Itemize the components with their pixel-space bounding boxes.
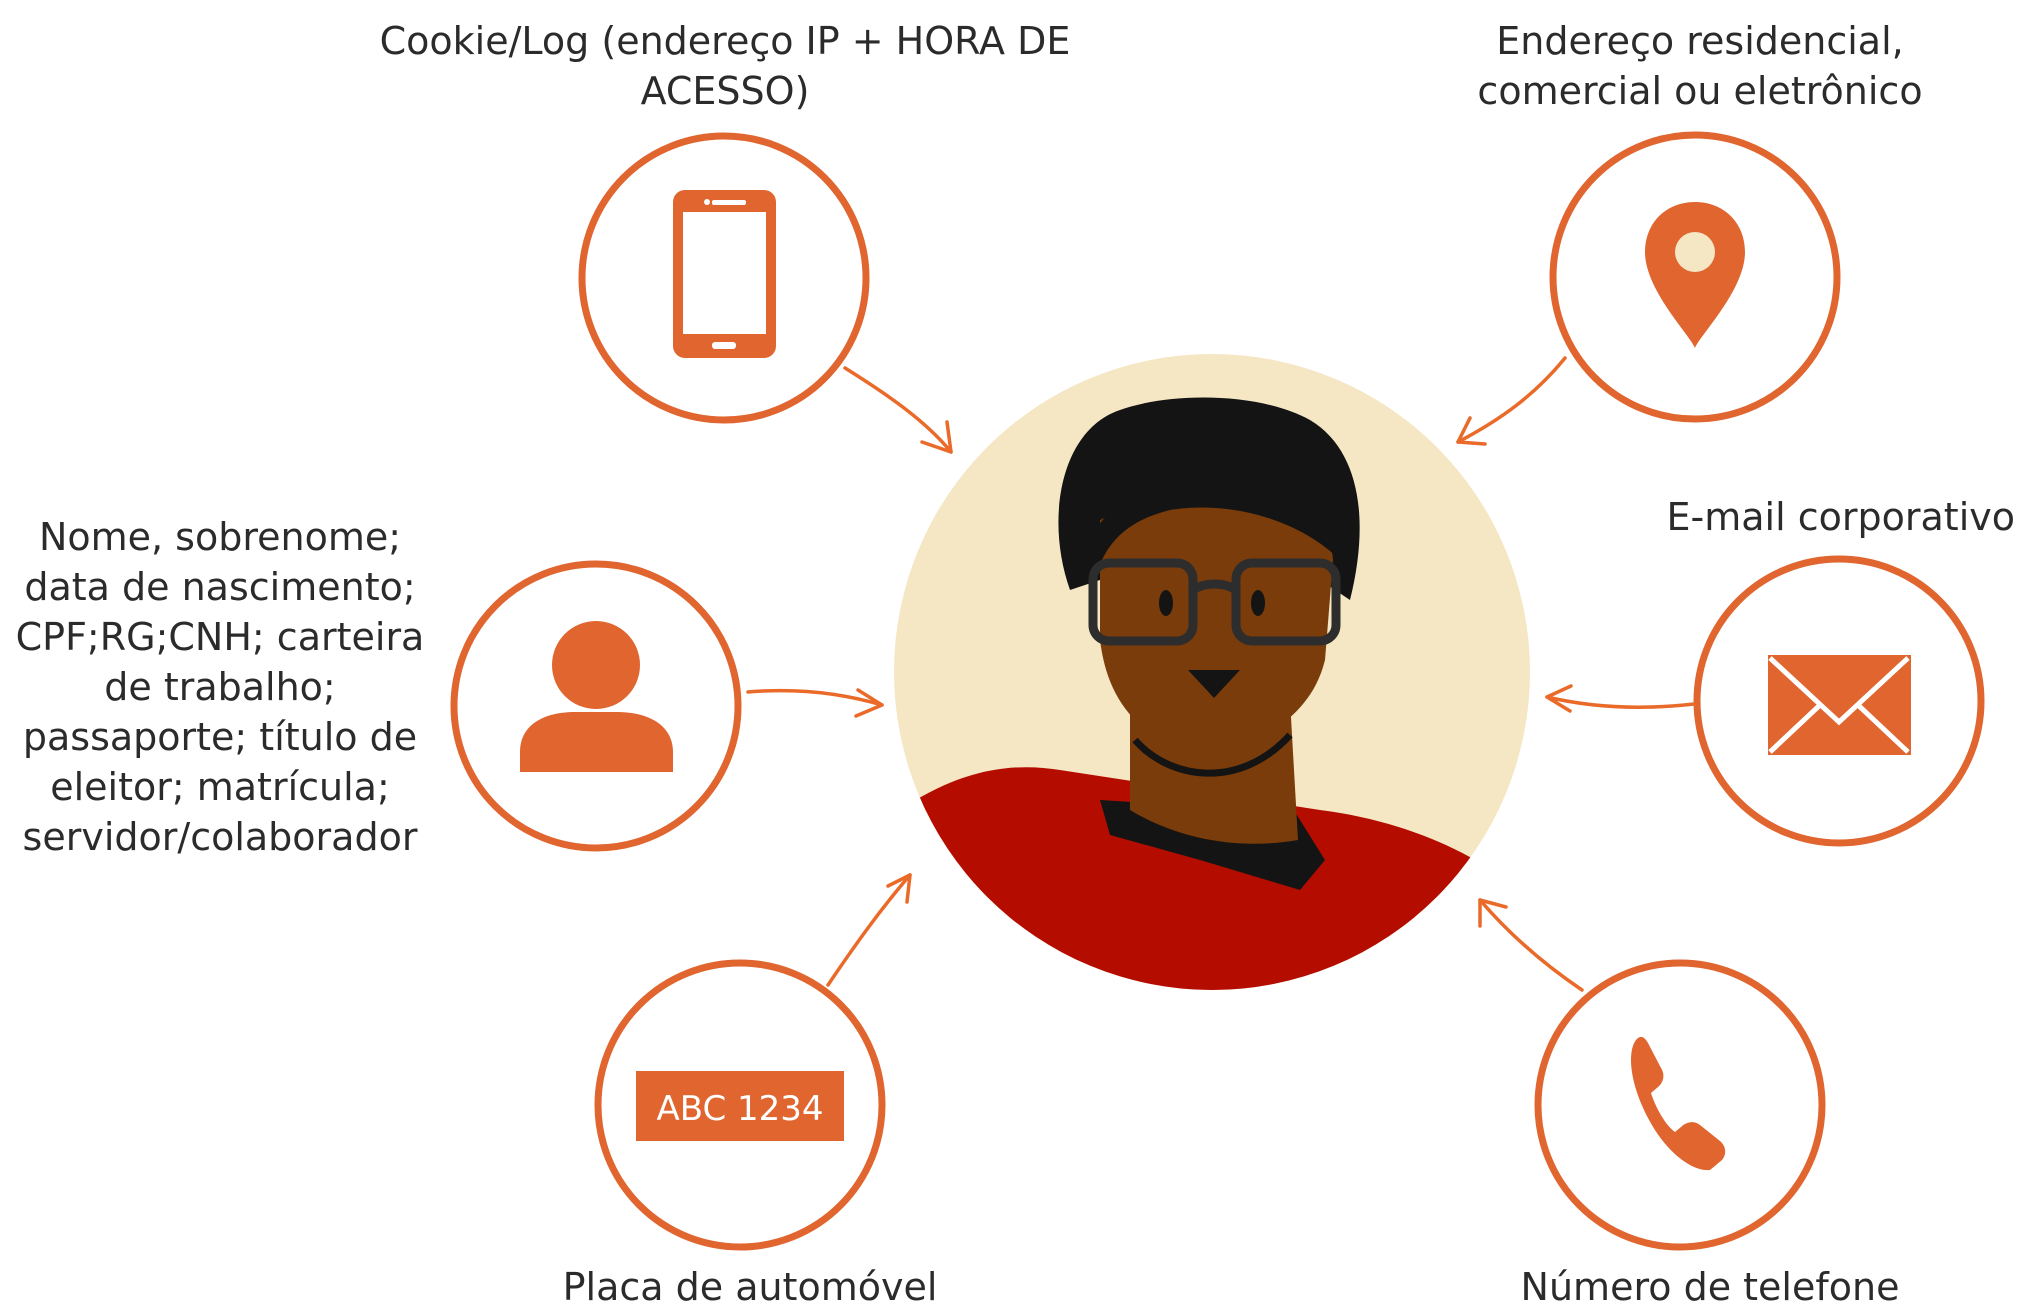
label-line: CPF;RG;CNH; carteira — [15, 615, 425, 659]
arrow-plate — [826, 873, 912, 987]
avatar-eye-right — [1251, 590, 1265, 616]
circle-email — [1693, 555, 1985, 847]
label-line: Endereço residencial, — [1496, 19, 1904, 63]
label-line: Nome, sobrenome; — [38, 515, 402, 559]
circle-personal — [450, 560, 742, 852]
person-avatar — [894, 354, 1530, 990]
smartphone-icon — [673, 190, 776, 358]
circle-cookie — [578, 132, 870, 424]
avatar-nose — [1188, 670, 1240, 698]
circle-plate — [594, 959, 886, 1251]
map-pin-icon — [1645, 202, 1745, 348]
license-plate-icon: ABC 1234 — [636, 1071, 844, 1141]
label-line: comercial ou eletrônico — [1477, 69, 1923, 113]
arrow-phone — [1478, 898, 1584, 992]
label-line: Cookie/Log (endereço IP + HORA DE — [379, 19, 1071, 63]
label-line: passaporte; título de — [22, 715, 418, 759]
label-email: E-mail corporativo — [1600, 492, 2015, 542]
label-personal-data: Nome, sobrenome; data de nascimento; CPF… — [10, 512, 430, 862]
label-line: servidor/colaborador — [22, 815, 418, 859]
label-line: ACESSO) — [640, 69, 810, 113]
circle-address — [1549, 131, 1841, 423]
label-line: E-mail corporativo — [1666, 495, 2015, 539]
phone-handset-icon — [1631, 1036, 1726, 1171]
label-line: data de nascimento; — [24, 565, 416, 609]
label-line: eleitor; matrícula; — [50, 765, 390, 809]
avatar-eye-left — [1159, 590, 1173, 616]
avatar-glasses — [1088, 558, 1341, 646]
avatar-neck-line — [1132, 732, 1293, 777]
plate-text: ABC 1234 — [656, 1089, 823, 1129]
label-address: Endereço residencial, comercial ou eletr… — [1420, 16, 1980, 116]
envelope-icon — [1768, 655, 1911, 755]
label-cookie-log: Cookie/Log (endereço IP + HORA DE ACESSO… — [370, 16, 1080, 116]
arrow-cookie — [843, 366, 953, 454]
person-icon — [520, 621, 673, 772]
avatar-face — [1100, 493, 1333, 752]
avatar-hair-front — [1080, 480, 1340, 580]
arrow-address — [1456, 356, 1567, 446]
arrow-personal — [746, 688, 884, 718]
arrow-email — [1545, 684, 1696, 713]
circle-phone — [1534, 959, 1826, 1251]
label-line: de trabalho; — [104, 665, 336, 709]
